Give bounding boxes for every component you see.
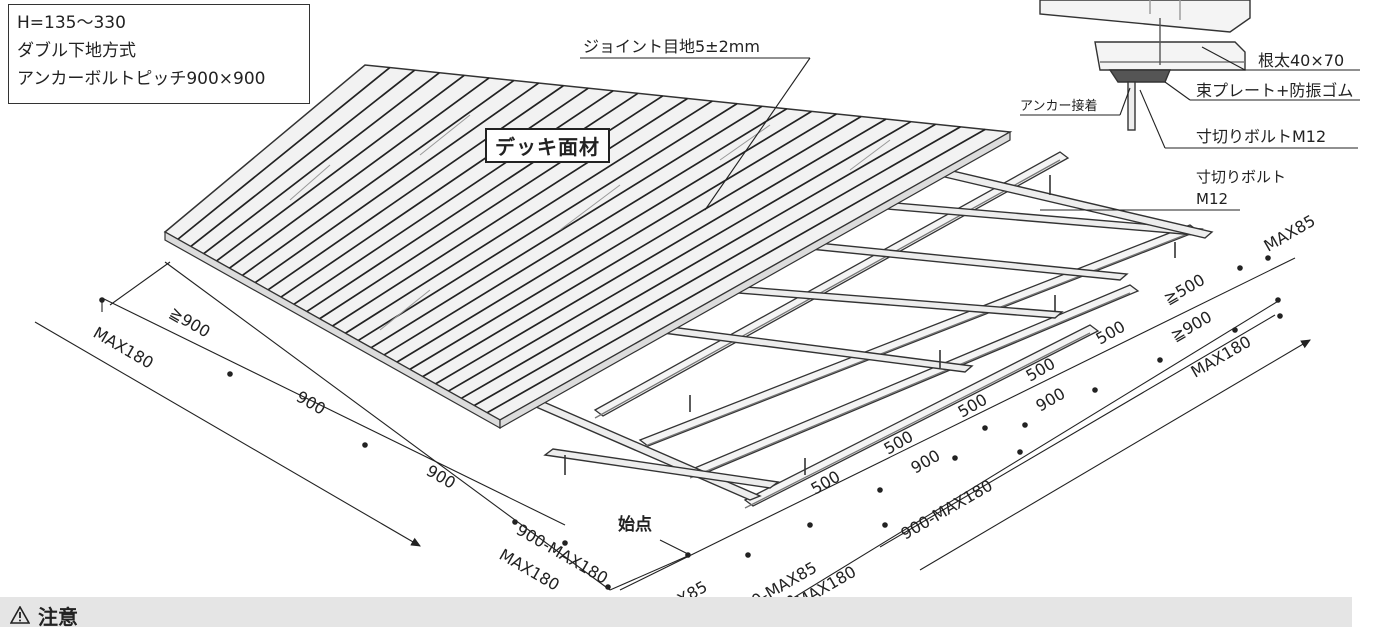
dim-right-ge900: ≧900 (1168, 307, 1216, 345)
spec-anchor-pitch: アンカーボルトピッチ900×900 (17, 69, 266, 89)
board-seam (216, 74, 465, 262)
board-seam (422, 115, 862, 378)
board-seam (409, 113, 837, 371)
dim-left-ge900: ≧900 (166, 303, 214, 341)
board-seam (460, 123, 937, 400)
start-point-callout: 始点 (618, 514, 652, 535)
dim-right-max180-top: MAX180 (1188, 332, 1255, 382)
board-seam (435, 118, 887, 385)
dimension-lines (34, 257, 1311, 600)
anchor-detail-inset (1039, 0, 1251, 131)
joist (593, 151, 1070, 419)
sleeper (913, 163, 1214, 239)
joint-callout: ジョイント目地5±2mm (583, 37, 760, 56)
dim-right-900-max180: 900-MAX180 (898, 476, 996, 544)
dim-right-900-a: 900 (1033, 384, 1069, 416)
dim-right-max85-top: MAX85 (1261, 211, 1319, 255)
spec-height: H=135〜330 (17, 13, 126, 33)
board-seam (448, 120, 912, 392)
dim-right-500-a: 500 (1093, 317, 1129, 349)
dim-left-900-b: 900 (423, 461, 459, 493)
board-seam (383, 108, 788, 356)
spec-box: H=135〜330 ダブル下地方式 アンカーボルトピッチ900×900 (8, 4, 310, 104)
leader-lines (580, 46, 1360, 556)
dim-left-900-a: 900 (293, 387, 329, 419)
board-seam (332, 97, 688, 327)
board-seam (370, 105, 763, 349)
sleeper (543, 448, 780, 489)
bolt-mid-callout-1: 寸切りボルト (1196, 168, 1286, 186)
board-seam (486, 128, 986, 414)
board-seam (280, 87, 589, 298)
board-seam (190, 69, 416, 248)
joist (688, 284, 1140, 479)
note-title-row: 注意 (9, 601, 78, 630)
joist-callout: 根太40×70 (1258, 51, 1344, 70)
dim-right-900-b: 900 (908, 446, 944, 478)
deck-boards (163, 64, 1013, 430)
board-seam (241, 79, 515, 277)
note-bar: 注意 (0, 597, 1352, 630)
bolt-top-callout: 寸切りボルトM12 (1196, 127, 1326, 146)
warning-triangle-icon (9, 605, 31, 629)
note-title: 注意 (38, 605, 78, 629)
board-seam (344, 100, 713, 334)
board-seam (177, 66, 391, 240)
board-seam (293, 90, 614, 306)
deck-construction-diagram: ジョイント目地5±2mm 根太40×70 アンカー接着 束プレート+防振ゴム 寸… (34, 0, 1360, 600)
board-seam (396, 110, 812, 363)
support-posts (564, 175, 1176, 475)
dimension-dots (99, 255, 1283, 600)
board-seam (203, 72, 440, 255)
plate-callout: 束プレート+防振ゴム (1196, 81, 1353, 100)
board-seam (267, 84, 564, 291)
board-seam (254, 82, 540, 284)
spec-method: ダブル下地方式 (17, 41, 136, 61)
board-seam (357, 102, 738, 342)
dim-right-ge500: ≧500 (1161, 270, 1209, 308)
board-seam (228, 77, 490, 269)
board-seam (473, 126, 961, 407)
anchor-glue-callout: アンカー接着 (1020, 98, 1097, 114)
bolt-mid-callout-2: M12 (1196, 190, 1228, 208)
deck-material-label: デッキ面材 (485, 128, 610, 163)
dim-left-max180: MAX180 (90, 323, 157, 373)
joist (743, 324, 1100, 509)
